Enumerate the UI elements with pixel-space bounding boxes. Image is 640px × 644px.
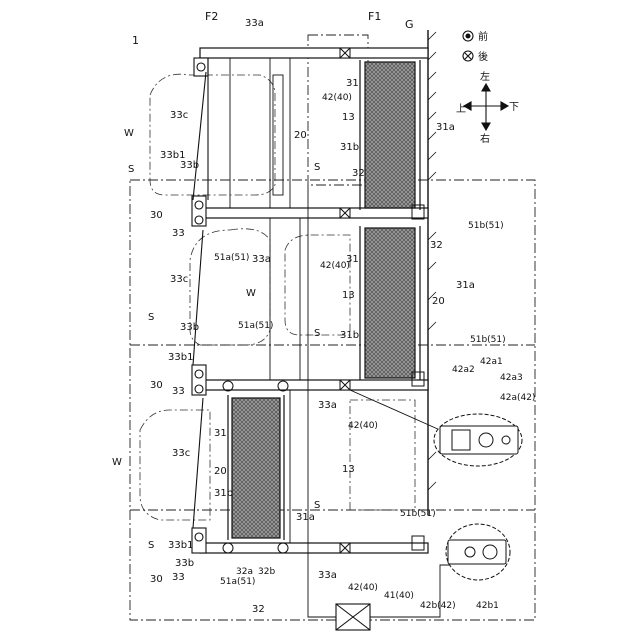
label-31-3: 31 — [214, 428, 227, 439]
roof-slopes — [193, 58, 208, 528]
label-20-2: 20 — [432, 296, 445, 307]
ref-device: 1 — [132, 34, 139, 47]
label-33a-1: 33a — [245, 18, 264, 29]
label-42a3: 42a3 — [500, 373, 523, 383]
label-51a-2: 51a(51) — [238, 321, 273, 331]
label-33a-3: 33a — [318, 400, 337, 411]
label-s-1: S — [128, 164, 134, 175]
legend-right: 右 — [480, 132, 490, 145]
label-42a: 42a(42) — [500, 393, 535, 403]
label-42b1: 42b1 — [476, 601, 499, 611]
label-32-2: 32 — [430, 240, 443, 251]
label-33-3: 33 — [172, 572, 185, 583]
label-33-1: 33 — [172, 228, 185, 239]
legend-rear: 後 — [478, 50, 488, 63]
label-32b: 32b — [258, 567, 275, 577]
label-s-6: S — [314, 500, 320, 511]
legend-up: 上 — [456, 103, 466, 115]
label-20-3: 20 — [214, 466, 227, 477]
label-42a2: 42a2 — [452, 365, 475, 375]
label-42b: 42b(42) — [420, 601, 456, 611]
label-41: 41(40) — [384, 591, 414, 601]
label-w-1: W — [124, 128, 134, 139]
label-13-2: 13 — [342, 290, 355, 301]
label-33-2: 33 — [172, 386, 185, 397]
label-w-2: W — [246, 288, 256, 299]
label-33a-2: 33a — [252, 254, 271, 265]
label-31a-2: 31a — [456, 280, 475, 291]
ground-label: G — [405, 18, 414, 31]
label-13-1: 13 — [342, 112, 355, 123]
label-42-4: 42(40) — [348, 583, 378, 593]
label-s-4: S — [314, 162, 320, 173]
label-33c-3: 33c — [172, 448, 190, 459]
label-33b-2: 33b — [180, 322, 199, 333]
label-42a1: 42a1 — [480, 357, 503, 367]
label-33c-1: 33c — [170, 110, 188, 121]
label-33b-3: 33b — [175, 558, 194, 569]
label-33b-1: 33b — [180, 160, 199, 171]
label-33b1-2: 33b1 — [168, 352, 193, 363]
label-31a-3: 31a — [296, 512, 315, 523]
label-13-3: 13 — [342, 464, 355, 475]
label-30-3: 30 — [150, 574, 163, 585]
label-31b-3: 31b — [214, 488, 233, 499]
label-51a-1: 51a(51) — [214, 253, 249, 263]
legend-left: 左 — [480, 70, 490, 83]
label-32-3: 32 — [252, 604, 265, 615]
floor-upper-label: F2 — [205, 10, 218, 23]
label-20-1: 20 — [294, 130, 307, 141]
label-51b-3: 51b(51) — [400, 509, 436, 519]
label-s-3: S — [148, 540, 154, 551]
legend-front: 前 — [478, 30, 488, 43]
legend-down: 下 — [509, 102, 519, 113]
label-31a-1: 31a — [436, 122, 455, 133]
label-33b1-1: 33b1 — [160, 150, 185, 161]
label-s-2: S — [148, 312, 154, 323]
label-w-3: W — [112, 457, 122, 468]
label-42-1: 42(40) — [322, 93, 352, 103]
label-33a-4: 33a — [318, 570, 337, 581]
label-51b-1: 51b(51) — [468, 221, 504, 231]
sensor-callouts — [434, 414, 522, 580]
label-33c-2: 33c — [170, 274, 188, 285]
mesh-screens — [228, 60, 420, 540]
label-32-1: 32 — [352, 168, 365, 179]
label-42-3: 42(40) — [348, 421, 378, 431]
label-30-1: 30 — [150, 210, 163, 221]
label-51a-3: 51a(51) — [220, 577, 255, 587]
label-30-2: 30 — [150, 380, 163, 391]
label-s-5: S — [314, 328, 320, 339]
label-31b-2: 31b — [340, 330, 359, 341]
label-51b-2: 51b(51) — [470, 335, 506, 345]
label-42-2: 42(40) — [320, 261, 350, 271]
label-31b-1: 31b — [340, 142, 359, 153]
label-31-1: 31 — [346, 78, 359, 89]
label-32a: 32a — [236, 567, 253, 577]
label-33b1-3: 33b1 — [168, 540, 193, 551]
floor-lower-label: F1 — [368, 10, 381, 23]
